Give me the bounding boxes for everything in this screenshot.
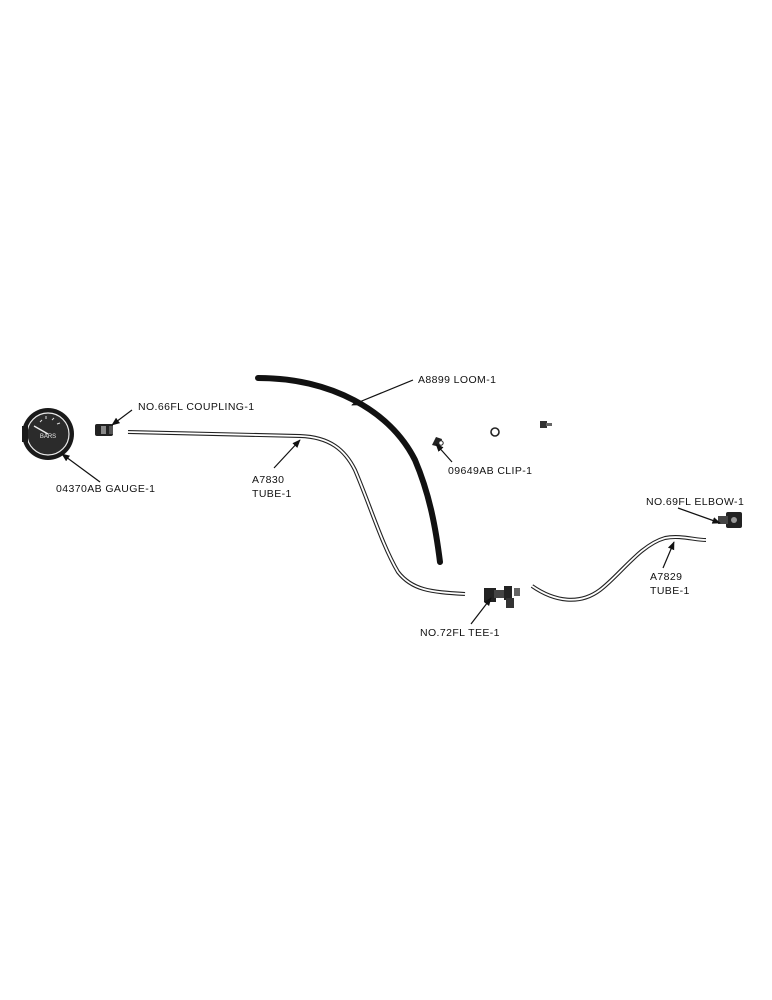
label-clip: 09649AB CLIP-1: [448, 465, 532, 477]
label-tube-a7830: A7830 TUBE-1: [252, 474, 292, 500]
label-loom: A8899 LOOM-1: [418, 374, 496, 386]
label-tee: NO.72FL TEE-1: [420, 627, 500, 639]
loom-icon: [255, 375, 443, 565]
label-tube-a7829: A7829 TUBE-1: [650, 571, 690, 597]
gauge-icon: BARS: [22, 408, 74, 460]
arrow-tube-a7830: [273, 439, 301, 469]
elbow-icon: [718, 512, 742, 528]
tube-a7830-icon: [127, 430, 466, 596]
gauge-face-text: BARS: [40, 434, 56, 440]
screw-icon: [540, 421, 552, 428]
arrow-tee: [470, 597, 492, 625]
nut-icon: [490, 427, 500, 437]
label-gauge: 04370AB GAUGE-1: [56, 483, 155, 495]
tube-a7829-icon: [530, 535, 707, 602]
arrow-gauge: [61, 453, 101, 483]
tee-icon: [484, 586, 520, 608]
coupling-icon: [95, 424, 113, 436]
arrow-coupling: [111, 409, 133, 426]
leader-arrows: [61, 379, 721, 625]
arrow-elbow: [677, 507, 721, 524]
arrow-clip: [435, 443, 453, 463]
arrow-loom: [351, 379, 414, 406]
label-coupling: NO.66FL COUPLING-1: [138, 401, 255, 413]
arrow-tube-a7829: [662, 541, 675, 569]
label-elbow: NO.69FL ELBOW-1: [646, 496, 744, 508]
